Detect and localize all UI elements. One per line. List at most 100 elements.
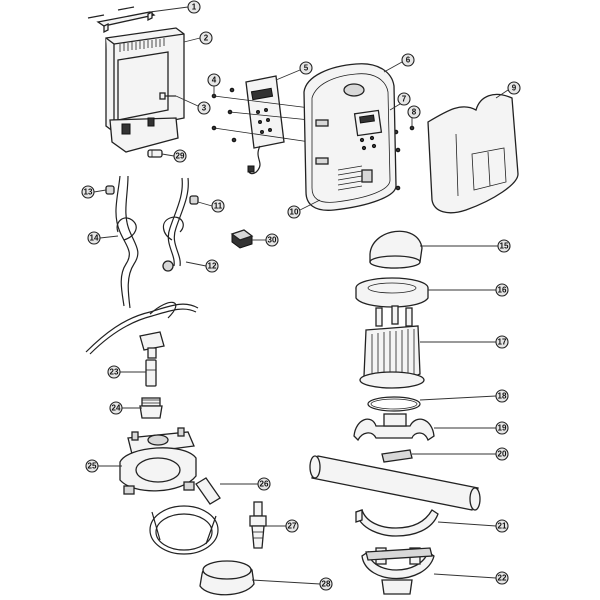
callout-4-number: 4 <box>212 76 217 85</box>
callout-26-circle <box>257 477 271 491</box>
callout-11-number: 11 <box>214 202 223 211</box>
part-25-saddle-clamp <box>119 427 197 495</box>
callout-6: 6 <box>401 53 415 67</box>
callout-14: 14 <box>87 231 101 245</box>
callout-24-number: 24 <box>112 404 121 413</box>
callout-27-number: 27 <box>288 522 297 531</box>
callout-8-number: 8 <box>412 108 417 117</box>
callout-17-number: 17 <box>498 338 507 347</box>
callout-23-number: 23 <box>110 368 119 377</box>
part-17-electrolytic-cell <box>359 305 425 389</box>
part-2-power-supply <box>105 27 185 153</box>
callout-28: 28 <box>319 577 333 591</box>
part-12-wire-harness <box>162 177 199 272</box>
callout-23: 23 <box>107 365 121 379</box>
callout-8: 8 <box>407 105 421 119</box>
callout-7: 7 <box>397 92 411 106</box>
callout-2-circle <box>199 31 213 45</box>
part-24-fitting <box>139 397 163 419</box>
part-28-cap <box>199 560 255 596</box>
part-21-lower-saddle <box>355 509 439 537</box>
callout-3: 3 <box>197 101 211 115</box>
callout-18-circle <box>495 389 509 403</box>
callout-20-circle <box>495 447 509 461</box>
callout-2: 2 <box>199 31 213 45</box>
callout-12-circle <box>205 259 219 273</box>
callout-29-number: 29 <box>176 152 185 161</box>
callout-10-circle <box>287 205 301 219</box>
callout-21-number: 21 <box>498 522 507 531</box>
callout-20: 20 <box>495 447 509 461</box>
callout-30: 30 <box>265 233 279 247</box>
callout-28-circle <box>319 577 333 591</box>
callout-3-number: 3 <box>202 104 207 113</box>
callout-18: 18 <box>495 389 509 403</box>
callout-25-circle <box>85 459 99 473</box>
callout-24-circle <box>109 401 123 415</box>
callout-17-circle <box>495 335 509 349</box>
callout-1-number: 1 <box>192 3 197 12</box>
callout-7-number: 7 <box>402 95 407 104</box>
callout-23-circle <box>107 365 121 379</box>
callout-10-number: 10 <box>290 208 299 217</box>
part-16-lock-ring <box>355 277 429 308</box>
part-1-mounting-bracket <box>87 6 156 34</box>
part-20-gasket <box>381 449 413 463</box>
callout-11: 11 <box>211 199 225 213</box>
callout-19: 19 <box>495 421 509 435</box>
callout-30-number: 30 <box>268 236 277 245</box>
callout-24: 24 <box>109 401 123 415</box>
callout-9-number: 9 <box>512 84 517 93</box>
part-14-wire-harness <box>105 175 139 309</box>
callout-17: 17 <box>495 335 509 349</box>
callout-21: 21 <box>495 519 509 533</box>
part-18-o-ring <box>367 396 421 412</box>
callout-20-number: 20 <box>498 450 507 459</box>
pipe <box>309 455 481 511</box>
callout-27: 27 <box>285 519 299 533</box>
callout-12: 12 <box>205 259 219 273</box>
callout-4-circle <box>207 73 221 87</box>
panel-screws <box>211 87 415 191</box>
callout-14-number: 14 <box>90 234 99 243</box>
part-5-control-board <box>245 75 285 175</box>
callout-29-circle <box>173 149 187 163</box>
callout-27-circle <box>285 519 299 533</box>
callout-15-circle <box>497 239 511 253</box>
callout-9: 9 <box>507 81 521 95</box>
callout-1-circle <box>187 0 201 14</box>
callout-13-circle <box>81 185 95 199</box>
callout-22-number: 22 <box>498 574 507 583</box>
callout-16-circle <box>495 283 509 297</box>
part-3-screw <box>159 92 176 100</box>
part-15-dome-cap <box>369 230 423 269</box>
callout-18-number: 18 <box>498 392 507 401</box>
callout-28-number: 28 <box>322 580 331 589</box>
callout-6-number: 6 <box>406 56 411 65</box>
callout-26-number: 26 <box>260 480 269 489</box>
callout-10: 10 <box>287 205 301 219</box>
callout-16-number: 16 <box>498 286 507 295</box>
leader-lines <box>93 6 509 585</box>
callout-13: 13 <box>81 185 95 199</box>
callout-4: 4 <box>207 73 221 87</box>
callout-11-circle <box>211 199 225 213</box>
part-19-upper-saddle <box>353 413 435 442</box>
callout-22: 22 <box>495 571 509 585</box>
callout-5-number: 5 <box>304 64 309 73</box>
callout-2-number: 2 <box>204 34 209 43</box>
callout-1: 1 <box>187 0 201 14</box>
part-6-housing <box>303 63 397 211</box>
callout-9-circle <box>507 81 521 95</box>
callout-15-number: 15 <box>500 242 509 251</box>
callout-8-circle <box>407 105 421 119</box>
callout-19-circle <box>495 421 509 435</box>
part-23-sensor-cable <box>85 301 199 387</box>
callout-29: 29 <box>173 149 187 163</box>
callout-7-circle <box>397 92 411 106</box>
part-27-barb-fitting <box>249 501 267 549</box>
callout-13-number: 13 <box>84 188 93 197</box>
callout-21-circle <box>495 519 509 533</box>
callout-22-circle <box>495 571 509 585</box>
